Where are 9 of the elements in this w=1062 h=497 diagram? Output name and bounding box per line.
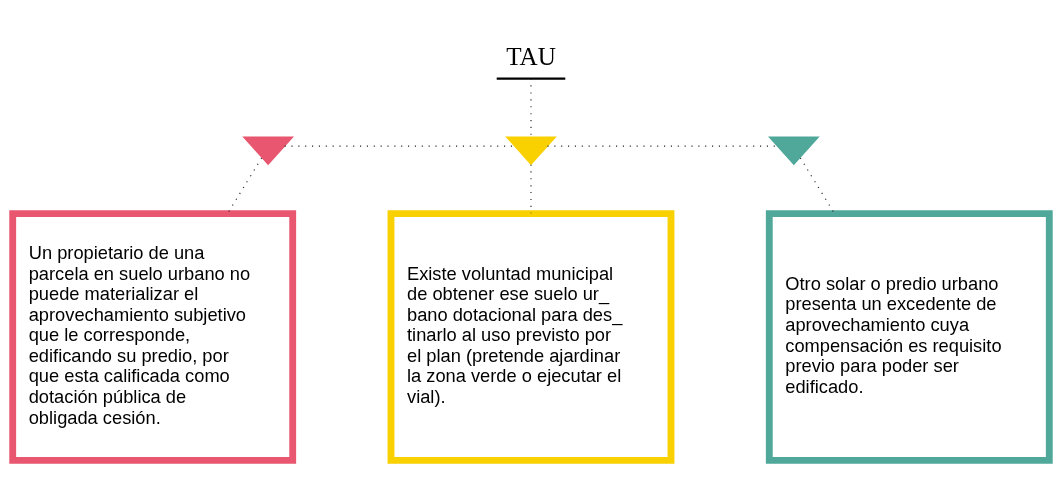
node-text: TAU bbox=[506, 42, 556, 70]
node-triangle bbox=[242, 135, 294, 165]
node-triangle bbox=[768, 135, 820, 165]
connector bbox=[546, 145, 778, 147]
connector bbox=[284, 145, 515, 147]
node-box: Otro solar o predio urbano presenta un excedente de aprovechamiento cuya compensación es requisito previo para poder ser edificado. bbox=[765, 209, 1053, 464]
node-box: Existe voluntad municipal de obtener ese suelo ur_ bano dotacional para des_ tinarlo al uso previsto por el plan (pretende ajardinar la zona verde o ejecutar el vial). bbox=[387, 209, 675, 464]
node-box: Un propietario de una parcela en suelo urbano no puede materializar el aprovechamiento subjetivo que le corresponde, edificando su predio, por que esta calificada como dotación pública de obligada cesión. bbox=[9, 209, 297, 464]
node-triangle bbox=[505, 135, 557, 165]
